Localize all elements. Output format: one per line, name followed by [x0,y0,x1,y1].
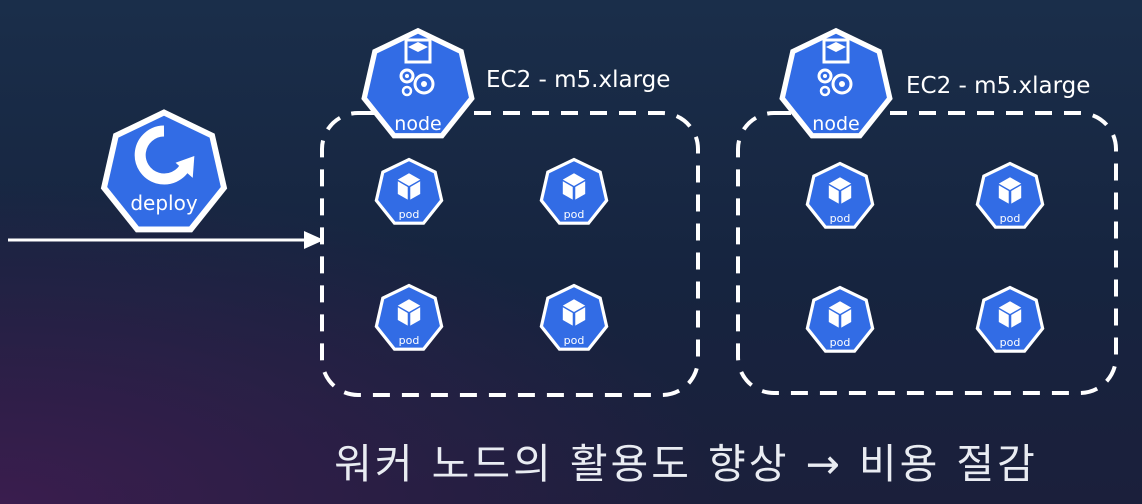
caption: 워커 노드의 활용도 향상 → 비용 절감 [334,440,1038,488]
node-icon-1: node [361,27,475,139]
svg-text:pod: pod [564,334,585,347]
node-label-2: node [812,113,859,135]
svg-text:pod: pod [564,208,585,221]
deploy-label: deploy [130,191,197,215]
svg-text:pod: pod [1000,212,1021,225]
pod-2-1: pod [805,161,875,229]
node-boundary-1 [320,111,700,397]
pod-1-3: pod [374,283,444,351]
svg-text:pod: pod [830,336,851,349]
pod-1-1: pod [374,157,444,225]
pod-2-4: pod [975,285,1045,353]
node-group-1: node EC2 - m5.xlarge pod pod pod pod [320,27,700,397]
node-gears-icon [817,38,853,97]
node-boundary-2 [736,111,1118,395]
node-instance-type-2: EC2 - m5.xlarge [906,73,1090,99]
pod-2-2: pod [975,161,1045,229]
svg-text:pod: pod [1000,336,1021,349]
node-gears-icon [399,38,435,97]
node-group-2: node EC2 - m5.xlarge pod pod pod pod [736,27,1118,395]
deploy-icon: deploy [100,109,228,233]
svg-text:pod: pod [399,334,420,347]
node-icon-2: node [779,27,893,139]
pod-1-2: pod [539,157,609,225]
pod-2-3: pod [805,285,875,353]
node-instance-type-1: EC2 - m5.xlarge [486,67,670,93]
deploy-arrow-head [304,231,324,249]
svg-text:pod: pod [399,208,420,221]
svg-text:pod: pod [830,212,851,225]
pod-1-4: pod [539,283,609,351]
node-label-1: node [394,113,441,135]
